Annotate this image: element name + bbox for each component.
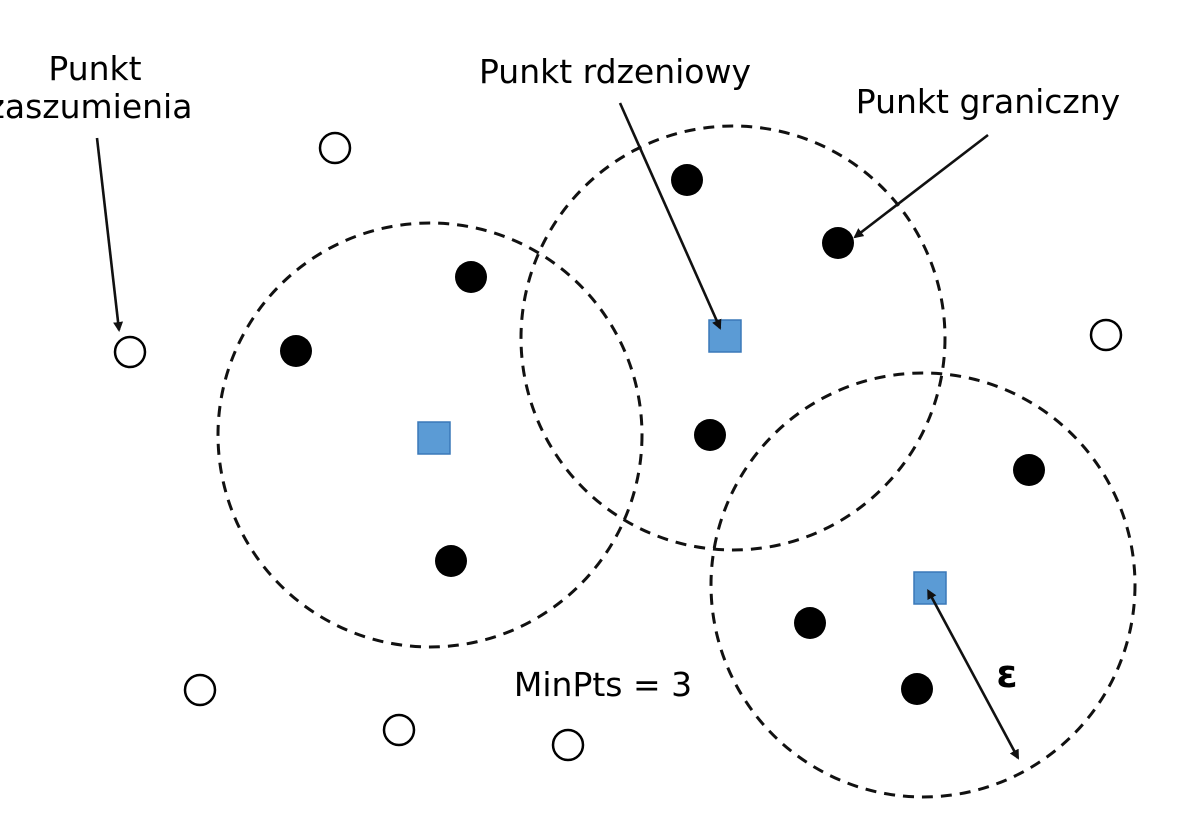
border-point	[455, 261, 487, 293]
core-arrow	[618, 102, 722, 330]
noise-label-line2: zaszumienia	[0, 87, 192, 126]
noise-point	[113, 335, 147, 369]
minpts-label: MinPts = 3	[514, 665, 692, 704]
border-point	[671, 164, 703, 196]
noise-point	[382, 713, 416, 747]
border-point	[1013, 454, 1045, 486]
neighborhood-circle-bottom-right	[709, 371, 1137, 799]
neighborhood-circle-left	[216, 221, 644, 649]
core-point	[708, 319, 742, 353]
border-point	[435, 545, 467, 577]
border-point	[822, 227, 854, 259]
border-point	[794, 607, 826, 639]
neighborhood-circle-top	[519, 124, 947, 552]
noise-arrow	[95, 137, 124, 332]
noise-point	[551, 728, 585, 762]
border-point	[694, 419, 726, 451]
noise-point	[183, 673, 217, 707]
core-point	[913, 571, 947, 605]
core-point	[417, 421, 451, 455]
border-point	[901, 673, 933, 705]
core-label: Punkt rdzeniowy	[479, 52, 751, 91]
epsilon-arrow	[927, 588, 1020, 760]
border-label: Punkt graniczny	[856, 82, 1120, 121]
noise-point	[1089, 318, 1123, 352]
epsilon-label: ε	[996, 652, 1017, 696]
border-point	[280, 335, 312, 367]
border-arrow	[853, 133, 989, 239]
noise-label-line1: Punkt	[48, 49, 141, 88]
noise-point	[318, 131, 352, 165]
